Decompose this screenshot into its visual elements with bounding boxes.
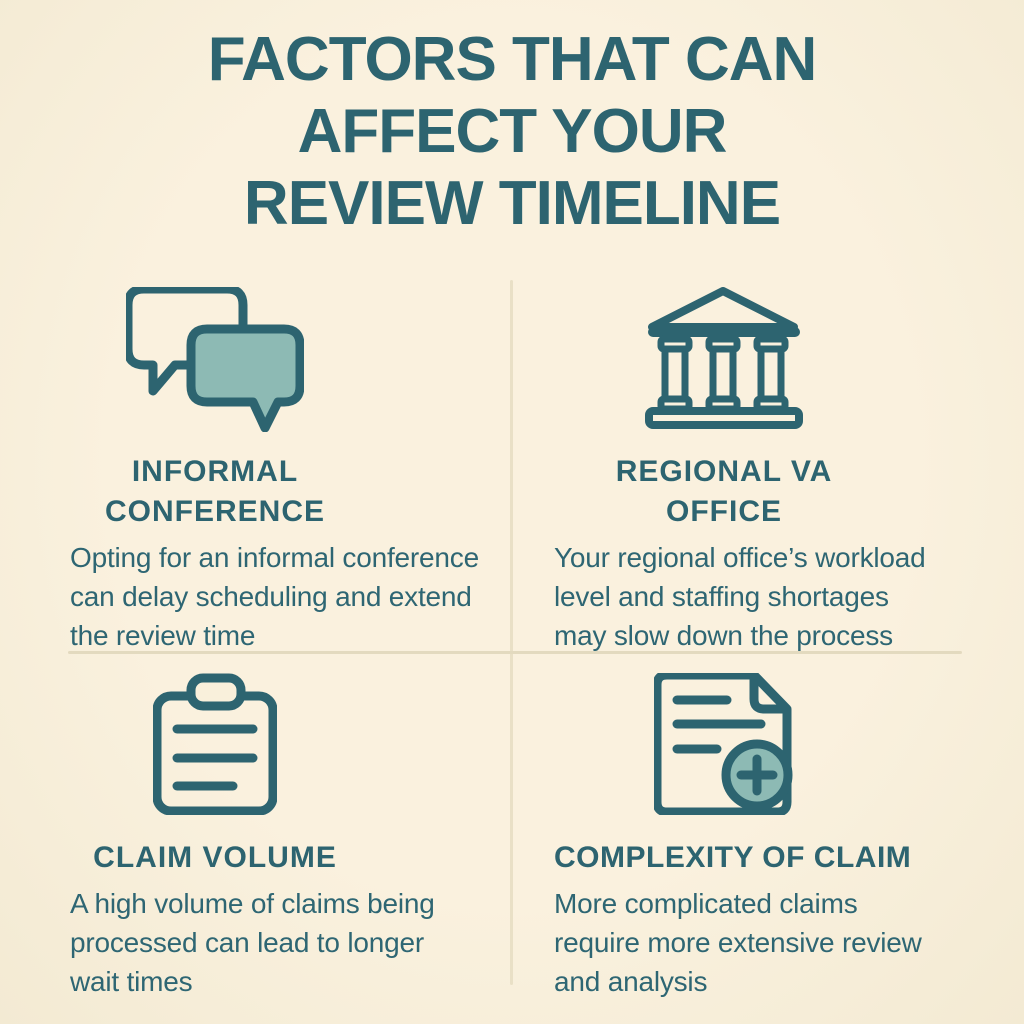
factor-cell-informal-conference: INFORMAL CONFERENCE Opting for an inform… [0,266,512,652]
description-line: the review time [70,620,256,651]
description-line: processed can lead to longer [70,927,424,958]
heading-line: CLAIM VOLUME [93,841,337,874]
factor-heading: CLAIM VOLUME [70,838,360,878]
factor-cell-claim-volume: CLAIM VOLUME A high volume of claims bei… [0,652,512,1001]
factor-heading: COMPLEXITY OF CLAIM [554,838,1004,878]
factor-heading: REGIONAL VA OFFICE [554,452,894,532]
heading-line: OFFICE [666,495,782,528]
clipboard-icon [70,673,360,818]
description-line: Your regional office’s workload [554,542,926,573]
factor-description: A high volume of claims being processed … [70,884,498,1001]
factor-description: More complicated claims require more ext… [554,884,1004,1001]
document-plus-icon [554,673,894,818]
speech-bubbles-icon [70,287,360,432]
heading-line: CONFERENCE [104,495,325,528]
heading-line: INFORMAL [131,455,299,488]
description-line: A high volume of claims being [70,888,435,919]
description-line: level and staffing shortages [554,581,889,612]
title-line: FACTORS THAT CAN [207,25,818,94]
divider-vertical [510,280,513,985]
title-line: AFFECT YOUR [297,97,728,166]
factor-heading: INFORMAL CONFERENCE [70,452,360,532]
description-line: wait times [70,966,193,997]
factor-cell-complexity-of-claim: COMPLEXITY OF CLAIM More complicated cla… [512,652,1024,1001]
factor-description: Your regional office’s workload level an… [554,538,1004,655]
factor-cell-regional-va-office: REGIONAL VA OFFICE Your regional office’… [512,266,1024,652]
description-line: and analysis [554,966,708,997]
description-line: More complicated claims [554,888,858,919]
government-building-icon [554,287,894,432]
description-line: may slow down the process [554,620,893,651]
description-line: Opting for an informal conference [70,542,479,573]
description-line: can delay scheduling and extend [70,581,472,612]
page-title: FACTORS THAT CAN AFFECT YOUR REVIEW TIME… [0,0,1024,240]
heading-line: COMPLEXITY OF CLAIM [554,841,912,874]
title-line: REVIEW TIMELINE [243,169,781,238]
factors-grid: INFORMAL CONFERENCE Opting for an inform… [0,266,1024,998]
factor-description: Opting for an informal conference can de… [70,538,498,655]
description-line: require more extensive review [554,927,922,958]
heading-line: REGIONAL VA [615,455,833,488]
divider-horizontal [68,651,962,654]
